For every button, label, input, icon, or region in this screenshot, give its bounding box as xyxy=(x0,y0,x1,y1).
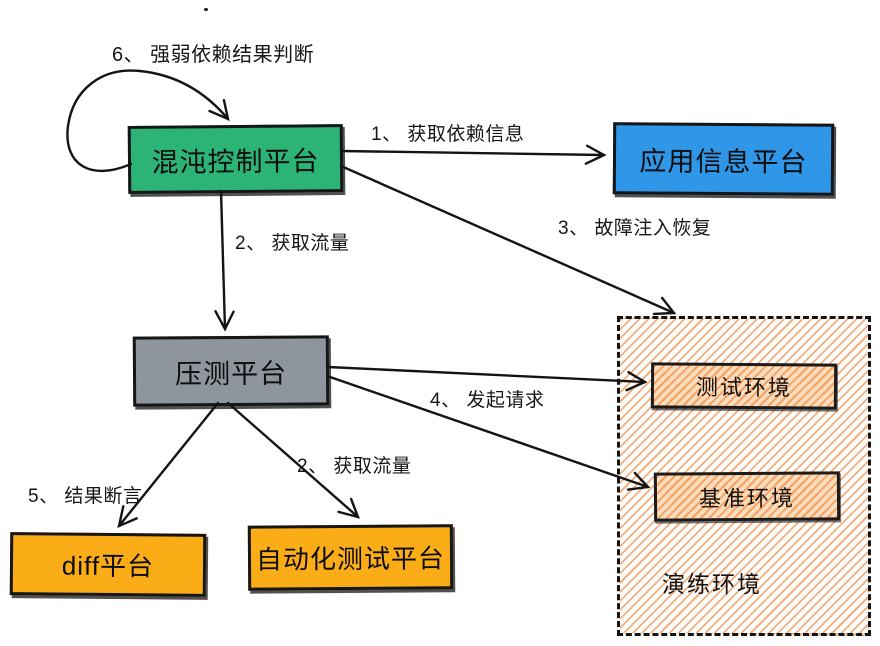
drill-env-label: 演练环境 xyxy=(662,571,762,597)
edge-label-send-request: 4、 发起请求 xyxy=(430,390,545,411)
node-base-env: 基准环境 xyxy=(653,471,841,522)
arrow-get-dependency xyxy=(339,144,607,165)
arrow-get-traffic-top xyxy=(214,189,235,332)
edge-label-get-traffic-bottom: 2、 获取流量 xyxy=(297,456,412,477)
node-test-env: 测试环境 xyxy=(650,362,838,410)
drill-env-region: 测试环境 基准环境 演练环境 xyxy=(617,316,871,636)
edge-label-fault-inject: 3、 故障注入恢复 xyxy=(558,218,712,239)
arrow-send-request-test-env xyxy=(326,365,648,392)
stray-mark xyxy=(204,8,208,11)
node-app-info-platform: 应用信息平台 xyxy=(612,122,835,196)
edge-label-get-dependency: 1、 获取依赖信息 xyxy=(371,124,525,145)
node-chaos-control-platform: 混沌控制平台 xyxy=(127,124,344,194)
node-auto-test-platform: 自动化测试平台 xyxy=(247,524,454,591)
edge-label-dep-judgment: 6、 强弱依赖结果判断 xyxy=(112,44,315,66)
edge-label-get-traffic-top: 2、 获取流量 xyxy=(235,233,350,254)
node-load-test-platform: 压测平台 xyxy=(132,335,330,407)
edge-label-result-assert: 5、 结果断言 xyxy=(28,486,143,507)
node-diff-platform: diff平台 xyxy=(9,532,207,597)
